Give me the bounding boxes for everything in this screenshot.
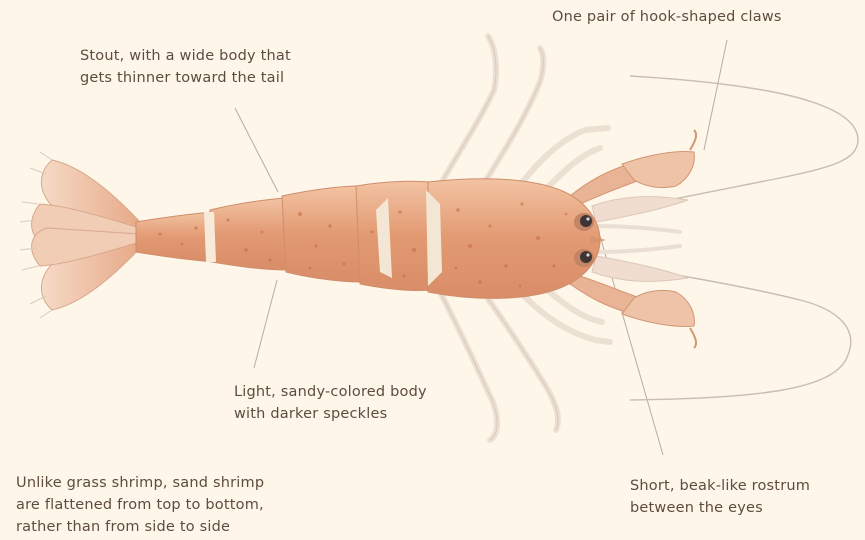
- rostrum-line-1: Short, beak-like rostrum: [630, 475, 810, 497]
- upper-antenna: [596, 76, 858, 216]
- lower-antenna: [596, 262, 851, 400]
- antennules: [596, 226, 680, 252]
- tail-fan: [20, 152, 140, 318]
- abdomen: [136, 181, 432, 290]
- coloring-annotation: Light, sandy-colored body with darker sp…: [234, 381, 427, 425]
- body-shape-leader-line: [235, 108, 278, 192]
- lower-antennal-scale: [592, 256, 688, 281]
- body-shape-line-1: Stout, with a wide body that: [80, 45, 291, 67]
- coloring-leader-line: [254, 280, 277, 368]
- flattened-line-3: rather than from side to side: [16, 516, 264, 538]
- rostrum-line-2: between the eyes: [630, 497, 810, 519]
- upper-antennal-scale: [592, 197, 688, 222]
- claws-annotation-line: One pair of hook-shaped claws: [552, 6, 782, 28]
- claws-leader-line: [704, 40, 727, 150]
- flattened-line-2: are flattened from top to bottom,: [16, 494, 264, 516]
- upper-eye: [580, 215, 592, 227]
- coloring-line-1: Light, sandy-colored body: [234, 381, 427, 403]
- body-shape-line-2: gets thinner toward the tail: [80, 67, 291, 89]
- carapace-joint: [426, 190, 442, 286]
- flattened-line-1: Unlike grass shrimp, sand shrimp: [16, 472, 264, 494]
- rostrum-annotation: Short, beak-like rostrum between the eye…: [630, 475, 810, 519]
- lower-eye: [580, 251, 592, 263]
- coloring-line-2: with darker speckles: [234, 403, 427, 425]
- flattened-annotation: Unlike grass shrimp, sand shrimp are fla…: [16, 472, 264, 538]
- antennae: [596, 76, 858, 400]
- claws-annotation: One pair of hook-shaped claws: [552, 6, 782, 28]
- upper-claw: [570, 130, 696, 204]
- body-shape-annotation: Stout, with a wide body that gets thinne…: [80, 45, 291, 89]
